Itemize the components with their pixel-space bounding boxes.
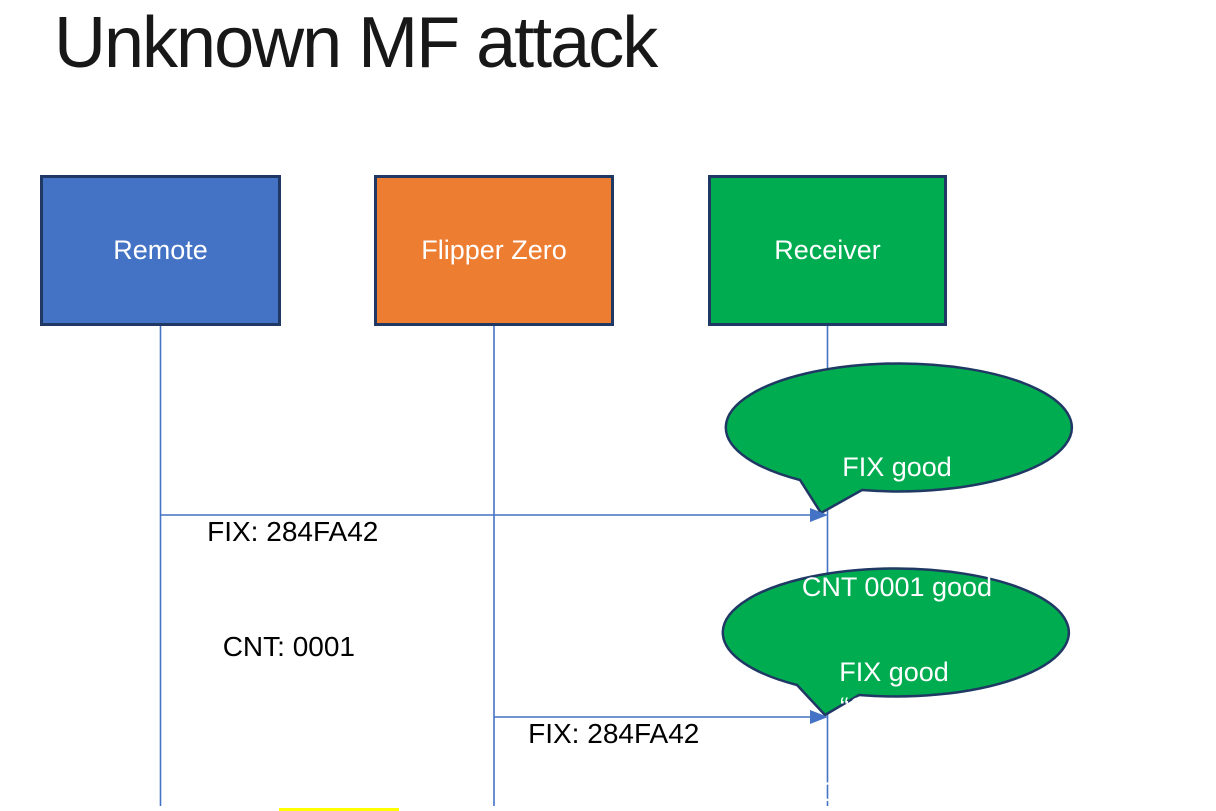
bubble1-line2: CNT 0001 good (801, 572, 993, 602)
message2-label-below-line: Hop: xxxxxxxx MF: Unknown (497, 722, 724, 811)
message2-arrowhead-icon (810, 710, 828, 724)
bubble1-line1: FIX good (842, 452, 952, 482)
bubble1-text: FIX good CNT 0001 good “Opened” (747, 367, 1047, 807)
actor-box-remote: Remote (40, 175, 281, 326)
message1-cnt-text: CNT: 0001 (222, 631, 355, 662)
actor-box-flipper-zero: Flipper Zero (374, 175, 614, 326)
bubble1-line3: “Opened” (839, 692, 955, 722)
message2-fix-text: FIX: 284FA42 (528, 718, 700, 749)
message2-hop-line: Hop: xxxxxxxx (497, 794, 724, 811)
message1-cnt-line: CNT: 0001 (176, 593, 399, 701)
bubble2-text: FIX good CNT is ???? “Opened” (744, 572, 1044, 811)
bubble2-callout-shape (721, 567, 1071, 717)
slide-title: Unknown MF attack (54, 3, 658, 83)
message2-label-above-line: FIX: 284FA42 (497, 680, 699, 788)
bubble2-line2: CNT is ???? (819, 777, 969, 807)
message1-arrowhead-icon (810, 508, 828, 522)
actor-label-flipper-zero: Flipper Zero (421, 235, 567, 265)
actor-label-remote: Remote (113, 235, 208, 265)
message1-fix-text: FIX: 284FA42 (207, 516, 379, 547)
bubble1-callout-shape (724, 362, 1074, 515)
message1-label-above-line: FIX: 284FA42 (176, 478, 378, 586)
message1-mf-value-highlighted: DoorHan (278, 808, 399, 811)
message1-label-below-line: CNT: 0001 MF: DoorHan (176, 521, 399, 811)
bubble2-line1: FIX good (839, 657, 949, 687)
actor-box-receiver: Receiver (708, 175, 947, 326)
message1-mf-line: MF: DoorHan (176, 773, 399, 811)
actor-label-receiver: Receiver (774, 235, 881, 265)
